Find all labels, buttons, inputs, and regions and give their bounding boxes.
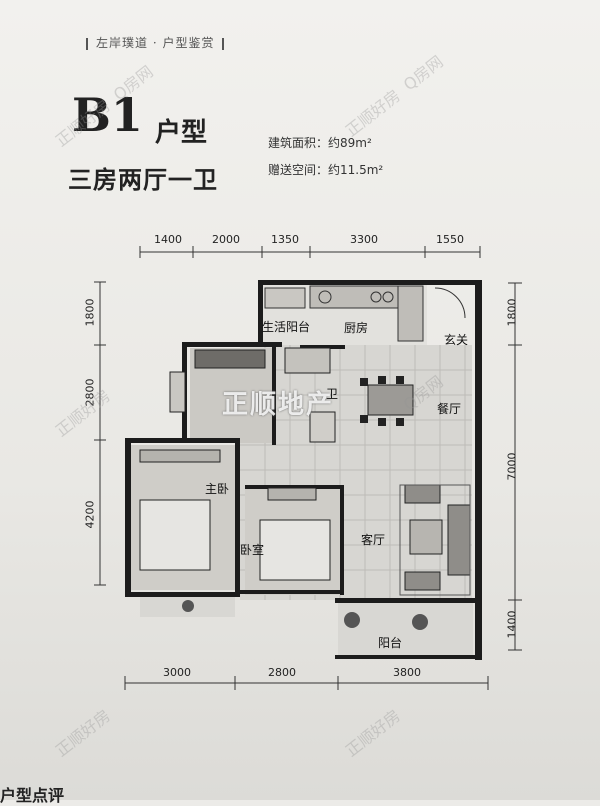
gift-space: 赠送空间：约11.5m² <box>268 163 384 177</box>
dim-bottom-3: 3800 <box>393 666 421 679</box>
unit-type-code: B1 <box>72 88 143 142</box>
footer-section-title: 户型点评 <box>0 786 65 805</box>
dim-top-2: 2000 <box>212 233 240 246</box>
layout-name: 三房两厅一卫 <box>68 166 218 194</box>
dim-top-3: 1350 <box>271 233 299 246</box>
unit-type-suffix: 户型 <box>155 118 208 148</box>
room-bedroom: 卧室 <box>240 543 265 557</box>
room-bathroom: 卫 <box>326 387 339 401</box>
dim-top-4: 3300 <box>350 233 378 246</box>
room-living: 客厅 <box>361 533 386 547</box>
dim-top-1: 1400 <box>154 233 182 246</box>
room-master-bedroom: 主卧 <box>205 482 230 496</box>
header-tick-right <box>222 37 225 50</box>
dim-right-3: 1400 <box>505 610 519 639</box>
build-area: 建筑面积：约89m² <box>268 136 372 150</box>
dim-top-5: 1550 <box>436 233 464 246</box>
dim-right-2: 7000 <box>505 452 519 481</box>
dim-left-1: 1800 <box>83 298 97 327</box>
room-balcony: 阳台 <box>378 636 403 650</box>
brochure-header: 左岸璞道 · 户型鉴赏 <box>78 34 232 51</box>
dim-right-1: 1800 <box>505 298 519 327</box>
room-kitchen: 厨房 <box>344 321 369 335</box>
dim-bottom-2: 2800 <box>268 666 296 679</box>
header-text: 左岸璞道 · 户型鉴赏 <box>96 36 215 50</box>
room-dining: 餐厅 <box>437 402 462 416</box>
room-entrance: 玄关 <box>444 333 469 347</box>
dim-bottom-1: 3000 <box>163 666 191 679</box>
watermark-main: 正顺地产 <box>222 390 335 420</box>
room-utility-balcony: 生活阳台 <box>262 320 311 334</box>
header-tick-left <box>86 37 88 50</box>
dim-left-3: 4200 <box>83 500 97 529</box>
